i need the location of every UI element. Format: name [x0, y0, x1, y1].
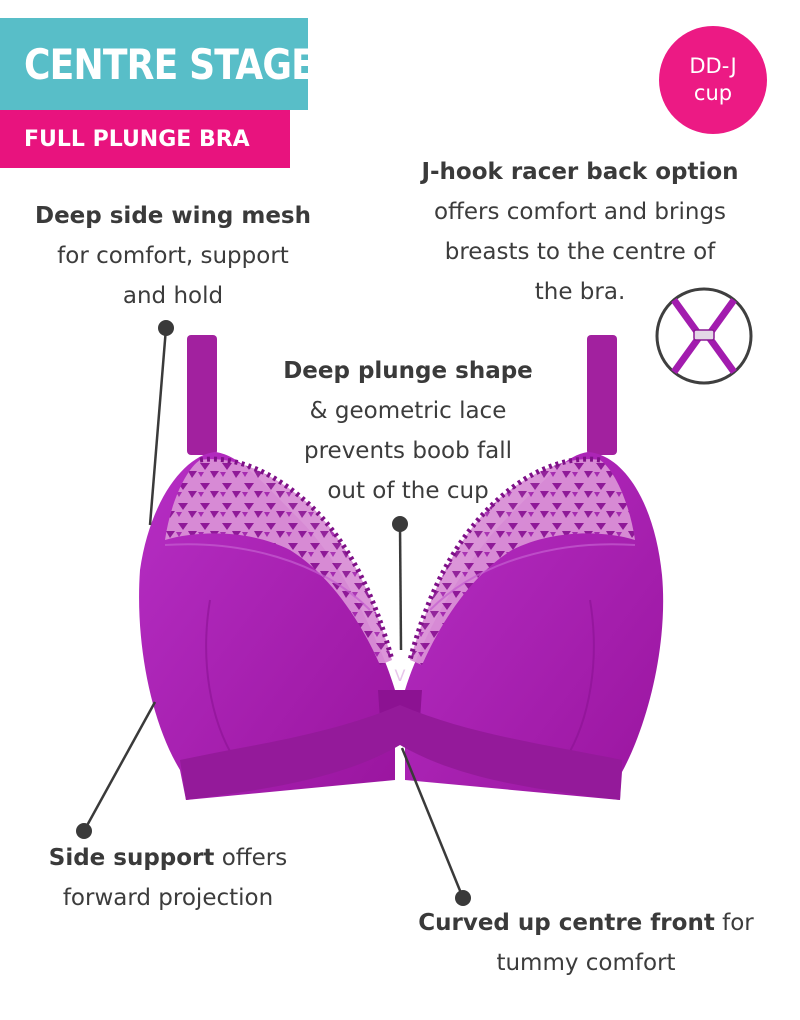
left-strap — [187, 335, 217, 455]
callout-text: prevents boob fall — [304, 438, 512, 464]
right-strap — [587, 335, 617, 455]
cup-size-label: cup — [693, 81, 733, 105]
callout-heading: Curved up centre front — [418, 910, 715, 936]
callout-heading: J-hook racer back option — [421, 159, 739, 185]
callout-text: for comfort, support — [57, 243, 289, 269]
callout-text: out of the cup — [327, 478, 489, 504]
product-title: CENTRE STAGE — [0, 18, 316, 110]
callout-text: breasts to the centre of — [444, 239, 716, 265]
callout-heading: Deep plunge shape — [283, 358, 533, 384]
cup-size-badge: DD-J cup — [659, 26, 767, 134]
underband — [180, 705, 622, 800]
left-lace — [165, 459, 392, 665]
callout-text: & geometric lace — [309, 398, 507, 424]
racer-back-hook-icon — [655, 287, 753, 385]
callout-text: offers — [214, 845, 288, 871]
svg-text:V: V — [395, 666, 406, 685]
product-subtitle: FULL PLUNGE BRA — [0, 110, 290, 168]
callout-text: for — [714, 910, 754, 936]
callout-text: the bra. — [534, 279, 626, 305]
pointer-lines — [76, 320, 471, 906]
cup-size-range: DD-J — [689, 54, 737, 78]
callout-text: tummy comfort — [496, 950, 676, 976]
callout-text: and hold — [122, 283, 224, 309]
callout-deep-plunge: Deep plunge shape & geometric lace preve… — [258, 351, 558, 511]
bra-product-illustration: V — [139, 335, 664, 800]
callout-centre-front: Curved up centre front for tummy comfort — [400, 903, 772, 983]
callout-heading: Deep side wing mesh — [34, 203, 311, 229]
callout-text: forward projection — [62, 885, 274, 911]
right-cup — [405, 452, 664, 800]
left-cup — [139, 452, 395, 800]
callout-heading: Side support — [48, 845, 215, 871]
callout-text: offers comfort and brings — [433, 199, 727, 225]
callout-side-wing-mesh: Deep side wing mesh for comfort, support… — [18, 196, 328, 316]
right-lace — [410, 459, 635, 665]
callout-side-support: Side support offers forward projection — [30, 838, 306, 918]
callout-j-hook: J-hook racer back option offers comfort … — [398, 152, 762, 312]
